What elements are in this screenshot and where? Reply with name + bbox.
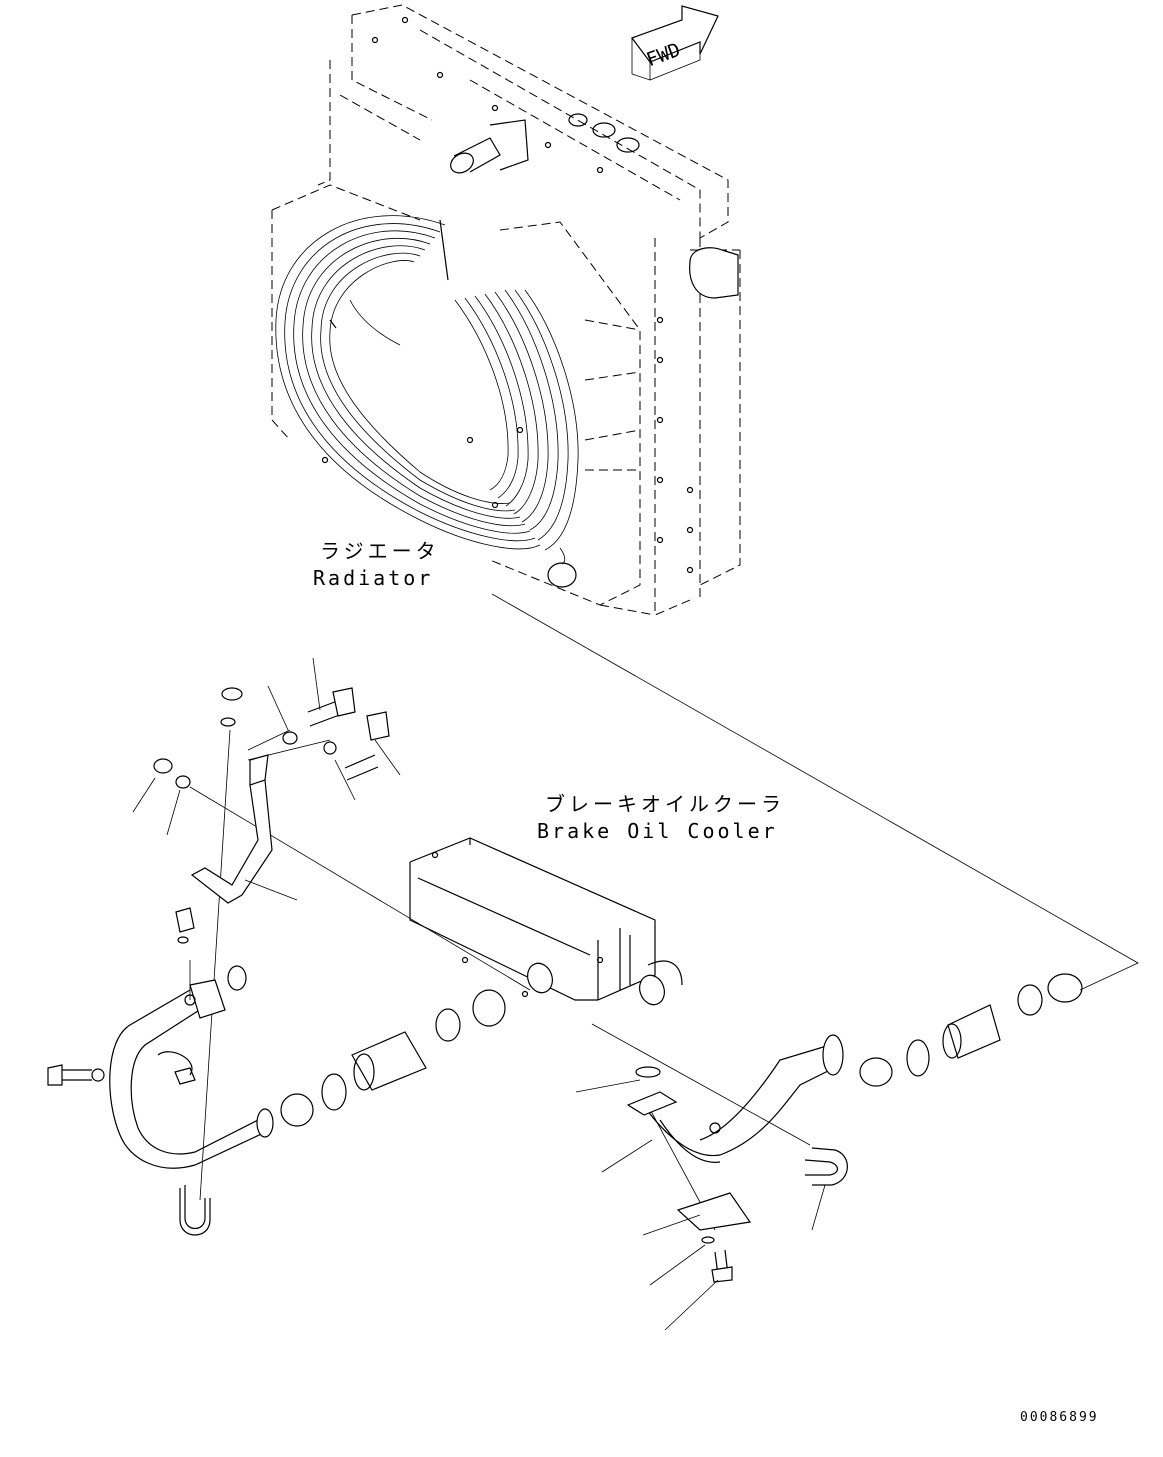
bracket-fasteners bbox=[153, 687, 390, 904]
fwd-arrow-text: FWD bbox=[644, 39, 684, 71]
brake-oil-cooler-label-en: Brake Oil Cooler bbox=[537, 819, 778, 843]
brake-oil-cooler-drawing bbox=[409, 837, 683, 1006]
reference-lines bbox=[189, 593, 1139, 1231]
radiator-bolts bbox=[321, 16, 694, 574]
brake-oil-cooler-label-jp: ブレーキオイルクーラ bbox=[545, 792, 785, 816]
fan-guard bbox=[275, 215, 579, 551]
right-hoses-clamps bbox=[626, 973, 1083, 1283]
radiator-label-jp: ラジエータ bbox=[320, 539, 440, 563]
left-hoses-clamps bbox=[47, 907, 506, 1236]
radiator-label-en: Radiator bbox=[313, 566, 434, 590]
radiator-upper-pipe bbox=[450, 119, 529, 174]
part-number: 00086899 bbox=[1020, 1410, 1099, 1425]
radiator-drawing bbox=[271, 4, 741, 616]
fwd-arrow-icon: FWD bbox=[631, 5, 719, 81]
callout-leaders bbox=[132, 657, 826, 1331]
